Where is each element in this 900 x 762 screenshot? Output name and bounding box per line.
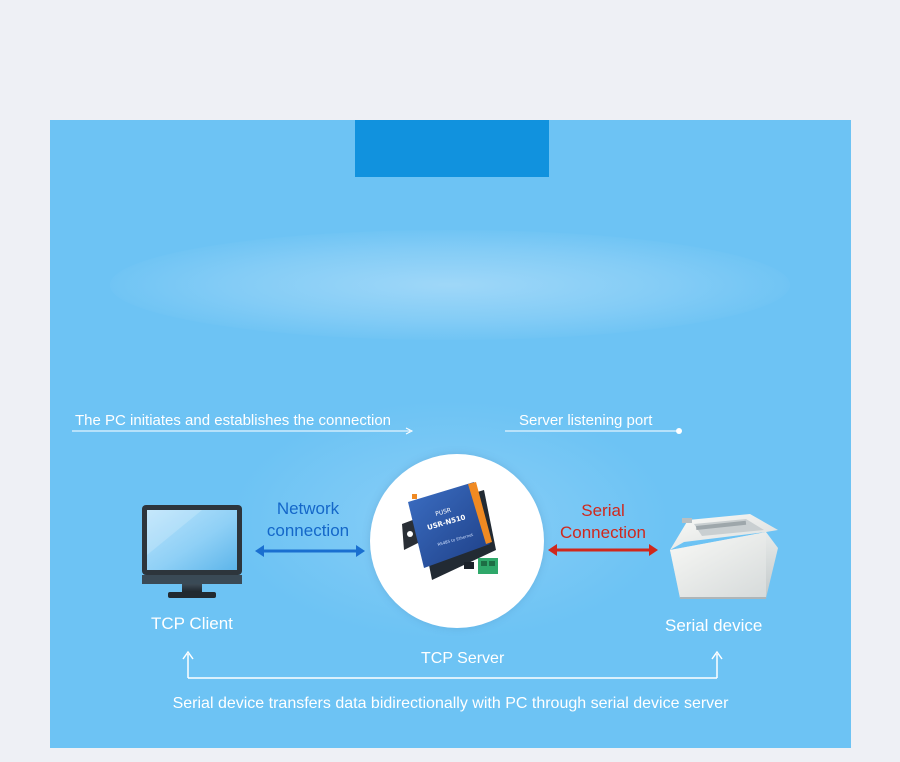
bidirectional-bracket bbox=[182, 650, 723, 679]
network-label-line1: Network bbox=[276, 499, 340, 518]
caption-text: Serial device transfers data bidirection… bbox=[172, 695, 729, 712]
serial-device-label: Serial device bbox=[665, 616, 763, 635]
monitor-icon bbox=[142, 505, 242, 598]
serial-label-line2: Connection bbox=[559, 523, 646, 542]
device-brand-text: PUSR bbox=[435, 507, 452, 518]
serial-server-device-icon: PUSR USR-N510 RS485 to Ethernet bbox=[402, 482, 498, 580]
tcp-client-label: TCP Client bbox=[151, 614, 233, 633]
diagram-panel: The PC initiates and establishes the con… bbox=[50, 120, 851, 748]
network-arrow bbox=[255, 545, 365, 557]
serial-connection-label: Serial Connection bbox=[550, 500, 656, 544]
tcp-server-label: TCP Server bbox=[419, 650, 507, 668]
printer-icon bbox=[670, 514, 778, 599]
serial-label-line1: Serial bbox=[581, 501, 625, 520]
serial-arrow bbox=[548, 544, 658, 556]
left-note: The PC initiates and establishes the con… bbox=[75, 412, 392, 429]
right-note: Server listening port bbox=[519, 412, 653, 429]
background-glow bbox=[110, 230, 790, 340]
right-note-line bbox=[505, 428, 682, 434]
network-label-line2: connection bbox=[266, 521, 350, 540]
network-connection-label: Network connection bbox=[258, 498, 358, 542]
title-tab bbox=[355, 120, 549, 177]
left-note-arrow bbox=[72, 427, 414, 435]
